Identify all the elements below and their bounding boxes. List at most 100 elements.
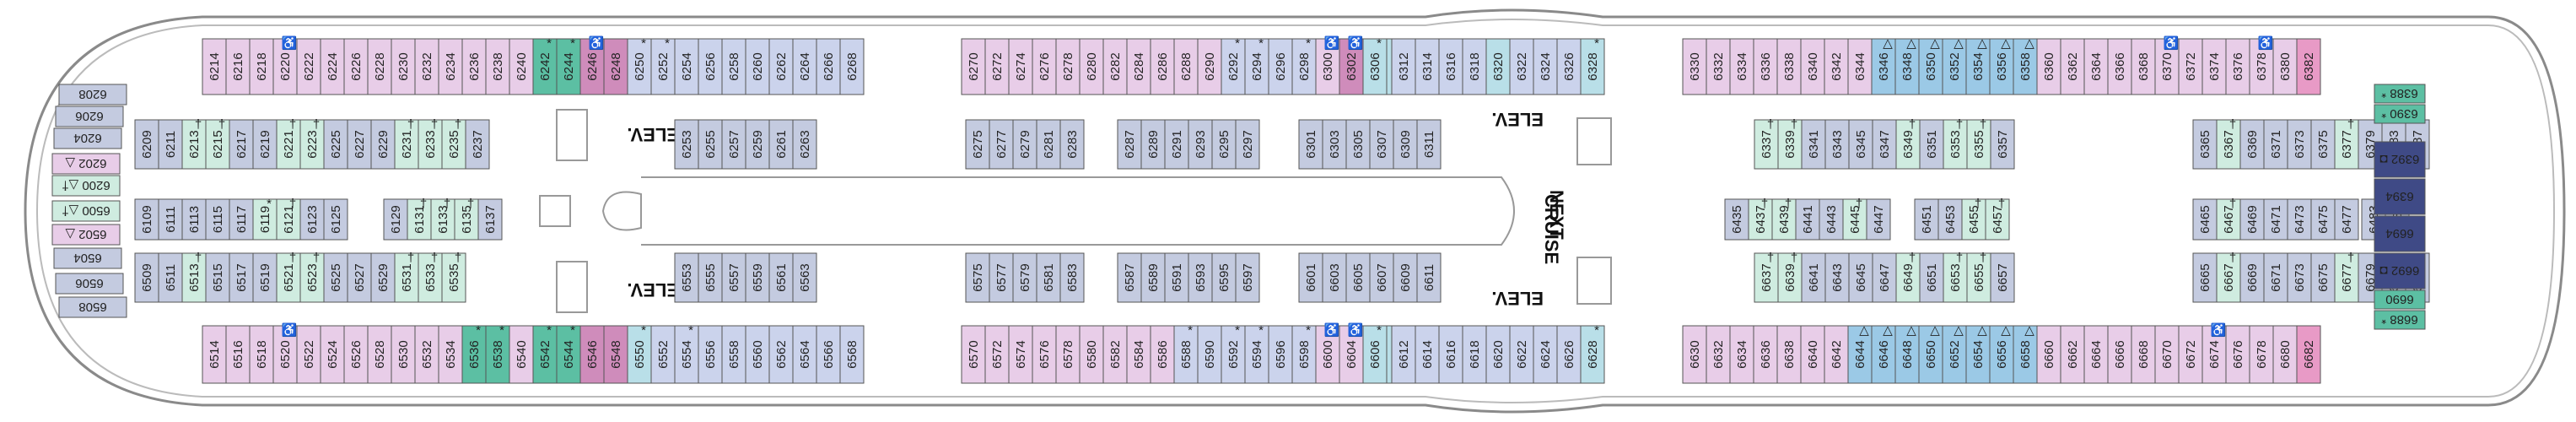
cabin-6388[interactable]: 6388 * [2374, 84, 2426, 104]
cabin-6652[interactable]: 6652△ [1942, 323, 1967, 384]
cabin-6129[interactable]: 6129 [383, 198, 408, 241]
cabin-6248[interactable]: 6248 [603, 38, 628, 95]
cabin-6298[interactable]: 6298* [1291, 36, 1317, 95]
cabin-6575[interactable]: 6575 [965, 252, 990, 303]
cabin-6675[interactable]: 6675 [2310, 252, 2336, 303]
cabin-6287[interactable]: 6287 [1117, 119, 1142, 170]
cabin-6645[interactable]: 6645 [1848, 252, 1873, 303]
cabin-6259[interactable]: 6259 [745, 119, 770, 170]
cabin-6377[interactable]: 6377† [2334, 117, 2359, 170]
cabin-6354[interactable]: 6354△ [1965, 36, 1991, 95]
cabin-6678[interactable]: 6678 [2249, 325, 2274, 384]
cabin-6291[interactable]: 6291 [1164, 119, 1189, 170]
cabin-6261[interactable]: 6261 [768, 119, 794, 170]
cabin-6338[interactable]: 6338 [1776, 38, 1802, 95]
cabin-6353[interactable]: 6353† [1943, 117, 1968, 170]
cabin-6475[interactable]: 6475 [2310, 198, 2336, 241]
cabin-6355[interactable]: 6355† [1966, 117, 1991, 170]
cabin-6437[interactable]: 6437† [1748, 197, 1773, 241]
cabin-6342[interactable]: 6342 [1824, 38, 1849, 95]
cabin-6670[interactable]: 6670 [2154, 325, 2180, 384]
cabin-6471[interactable]: 6471 [2263, 198, 2288, 241]
cabin-6306[interactable]: 6306* [1362, 36, 1388, 95]
cabin-6589[interactable]: 6589 [1140, 252, 1166, 303]
cabin-6364[interactable]: 6364 [2083, 38, 2109, 95]
cabin-6224[interactable]: 6224 [320, 38, 345, 95]
cabin-6312[interactable]: 6312 [1391, 38, 1416, 95]
cabin-6256[interactable]: 6256 [698, 38, 723, 95]
cabin-6378[interactable]: 6378♿ [2249, 35, 2274, 95]
cabin-6682[interactable]: 6682 [2296, 325, 2321, 384]
cabin-6690[interactable]: 6690 [2374, 289, 2426, 310]
cabin-6634[interactable]: 6634 [1729, 325, 1754, 384]
cabin-6574[interactable]: 6574 [1008, 325, 1033, 384]
cabin-6513[interactable]: 6513† [181, 251, 207, 303]
cabin-6649[interactable]: 6649† [1895, 251, 1921, 303]
cabin-6260[interactable]: 6260 [745, 38, 770, 95]
cabin-6223[interactable]: 6223† [299, 117, 325, 170]
cabin-6339[interactable]: 6339† [1777, 117, 1803, 170]
cabin-6666[interactable]: 6666 [2107, 325, 2132, 384]
cabin-6531[interactable]: 6531† [394, 251, 419, 303]
cabin-6303[interactable]: 6303 [1322, 119, 1347, 170]
cabin-6581[interactable]: 6581 [1036, 252, 1061, 303]
cabin-6443[interactable]: 6443 [1819, 198, 1844, 241]
cabin-6284[interactable]: 6284 [1126, 38, 1151, 95]
cabin-6641[interactable]: 6641 [1801, 252, 1826, 303]
cabin-6677[interactable]: 6677† [2334, 251, 2359, 303]
cabin-6648[interactable]: 6648△ [1894, 323, 1920, 384]
cabin-6336[interactable]: 6336 [1753, 38, 1778, 95]
cabin-6511[interactable]: 6511 [158, 252, 183, 303]
cabin-6215[interactable]: 6215† [205, 117, 230, 170]
cabin-6382[interactable]: 6382 [2296, 38, 2321, 95]
cabin-6368[interactable]: 6368 [2131, 38, 2156, 95]
cabin-6584[interactable]: 6584 [1126, 325, 1151, 384]
cabin-6626[interactable]: 6626 [1556, 325, 1582, 384]
cabin-6253[interactable]: 6253 [674, 119, 699, 170]
cabin-6639[interactable]: 6639† [1777, 251, 1803, 303]
cabin-6309[interactable]: 6309 [1393, 119, 1418, 170]
cabin-6564[interactable]: 6564 [792, 325, 817, 384]
cabin-6638[interactable]: 6638 [1776, 325, 1802, 384]
cabin-6240[interactable]: 6240 [509, 38, 534, 95]
cabin-6524[interactable]: 6524 [320, 325, 345, 384]
cabin-6392[interactable]: 6392 ◘ [2374, 141, 2426, 178]
cabin-6692[interactable]: 6692 ◘ [2374, 252, 2426, 289]
cabin-6591[interactable]: 6591 [1164, 252, 1189, 303]
cabin-6586[interactable]: 6586 [1150, 325, 1175, 384]
cabin-6297[interactable]: 6297 [1235, 119, 1260, 170]
cabin-6119[interactable]: 6119* [252, 197, 278, 241]
cabin-6250[interactable]: 6250* [627, 36, 652, 95]
cabin-6214[interactable]: 6214 [202, 38, 227, 95]
cabin-6373[interactable]: 6373 [2287, 119, 2312, 170]
cabin-6644[interactable]: 6644△ [1847, 323, 1873, 384]
cabin-6217[interactable]: 6217 [229, 119, 254, 170]
cabin-6380[interactable]: 6380 [2272, 38, 2298, 95]
cabin-6370[interactable]: 6370♿ [2154, 35, 2180, 95]
cabin-6302[interactable]: 6302♿ [1339, 35, 1364, 95]
cabin-6369[interactable]: 6369 [2239, 119, 2265, 170]
cabin-6347[interactable]: 6347 [1872, 119, 1897, 170]
cabin-6469[interactable]: 6469 [2239, 198, 2265, 241]
cabin-6293[interactable]: 6293 [1188, 119, 1213, 170]
cabin-6264[interactable]: 6264 [792, 38, 817, 95]
cabin-6345[interactable]: 6345 [1848, 119, 1873, 170]
cabin-6226[interactable]: 6226 [343, 38, 369, 95]
cabin-6311[interactable]: 6311 [1416, 119, 1442, 170]
cabin-6232[interactable]: 6232 [414, 38, 439, 95]
cabin-6553[interactable]: 6553 [674, 252, 699, 303]
cabin-6665[interactable]: 6665 [2192, 252, 2218, 303]
cabin-6546[interactable]: 6546 [579, 325, 605, 384]
cabin-6328[interactable]: 6328* [1580, 36, 1605, 95]
cabin-6332[interactable]: 6332 [1706, 38, 1731, 95]
cabin-6235[interactable]: 6235† [441, 117, 466, 170]
cabin-6276[interactable]: 6276 [1032, 38, 1057, 95]
cabin-6598[interactable]: 6598* [1291, 323, 1317, 384]
cabin-6263[interactable]: 6263 [792, 119, 817, 170]
cabin-6294[interactable]: 6294* [1244, 36, 1269, 95]
cabin-6601[interactable]: 6601 [1298, 252, 1323, 303]
cabin-6603[interactable]: 6603 [1322, 252, 1347, 303]
cabin-6394[interactable]: 6394 [2374, 178, 2426, 215]
cabin-6534[interactable]: 6534 [438, 325, 463, 384]
cabin-6588[interactable]: 6588* [1173, 323, 1199, 384]
